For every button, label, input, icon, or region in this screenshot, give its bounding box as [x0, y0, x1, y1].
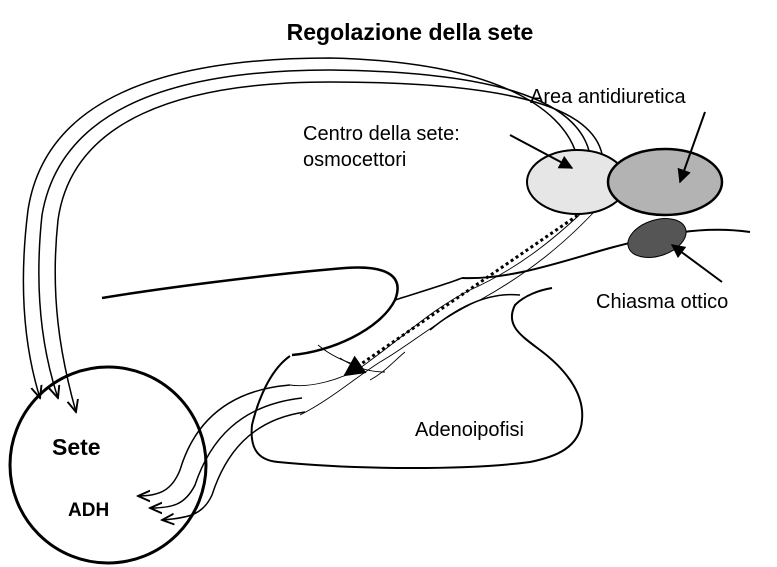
label-sete: Sete	[52, 434, 101, 460]
thirst-pathway-fibers	[23, 58, 603, 412]
adh-fiber-2	[150, 398, 302, 508]
label-chiasma-ottico: Chiasma ottico	[596, 291, 728, 313]
label-area-antidiuretica: Area antidiuretica	[530, 86, 687, 108]
hypothalamus-outline	[102, 267, 398, 355]
fiber-middle	[39, 70, 590, 398]
chiasma-ottico-shape	[623, 212, 691, 265]
label-centro-sete-line2: osmocettori	[303, 149, 406, 171]
stalk-upper-edge	[395, 278, 462, 300]
pituitary-outline	[252, 288, 583, 468]
label-centro-sete-line1: Centro della sete:	[303, 123, 460, 145]
adh-fiber-3	[162, 412, 305, 520]
adh-fiber-1	[138, 385, 290, 496]
fiber-outer	[23, 58, 575, 398]
adh-output-fibers	[138, 385, 305, 520]
label-adh: ADH	[68, 500, 109, 521]
sete-circle	[10, 367, 206, 563]
chiasma-pointer	[672, 245, 722, 282]
stalk-lower-edge	[430, 295, 520, 330]
area-antidiuretica-nucleus	[608, 149, 722, 215]
label-adenoipofisi: Adenoipofisi	[415, 419, 524, 441]
diagram-title: Regolazione della sete	[287, 19, 534, 45]
